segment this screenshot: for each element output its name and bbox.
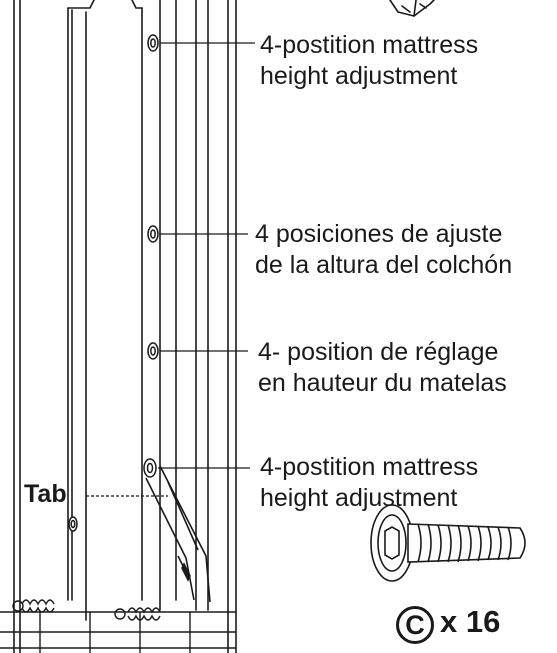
- hole-icon: [147, 225, 159, 243]
- part-letter: C: [396, 606, 434, 644]
- hole-icon: [68, 516, 78, 532]
- label-mattress-height-fr: 4- position de réglage en hauteur du mat…: [258, 338, 507, 397]
- spring-icon: [127, 607, 161, 621]
- label-mattress-height-en-2: 4-postition mattress height adjustment: [260, 453, 479, 512]
- left-panel: [13, 0, 143, 653]
- hole-icon: [143, 458, 157, 478]
- right-post: [141, 0, 237, 653]
- adjustment-holes: [68, 34, 159, 532]
- spring-base: [0, 599, 236, 653]
- part-count: x 16: [440, 604, 501, 639]
- tab-label: Tab: [24, 480, 67, 508]
- hole-icon: [147, 342, 159, 360]
- label-mattress-height-es: 4 posiciones de ajuste de la altura del …: [255, 220, 513, 279]
- cube-fragment-icon: [389, 0, 435, 17]
- spring-icon: [21, 599, 55, 613]
- hole-icon: [147, 34, 159, 52]
- label-mattress-height-en: 4-postition mattress height adjustment: [260, 31, 479, 90]
- support-arm: [145, 465, 211, 603]
- screw-icon: [370, 504, 526, 582]
